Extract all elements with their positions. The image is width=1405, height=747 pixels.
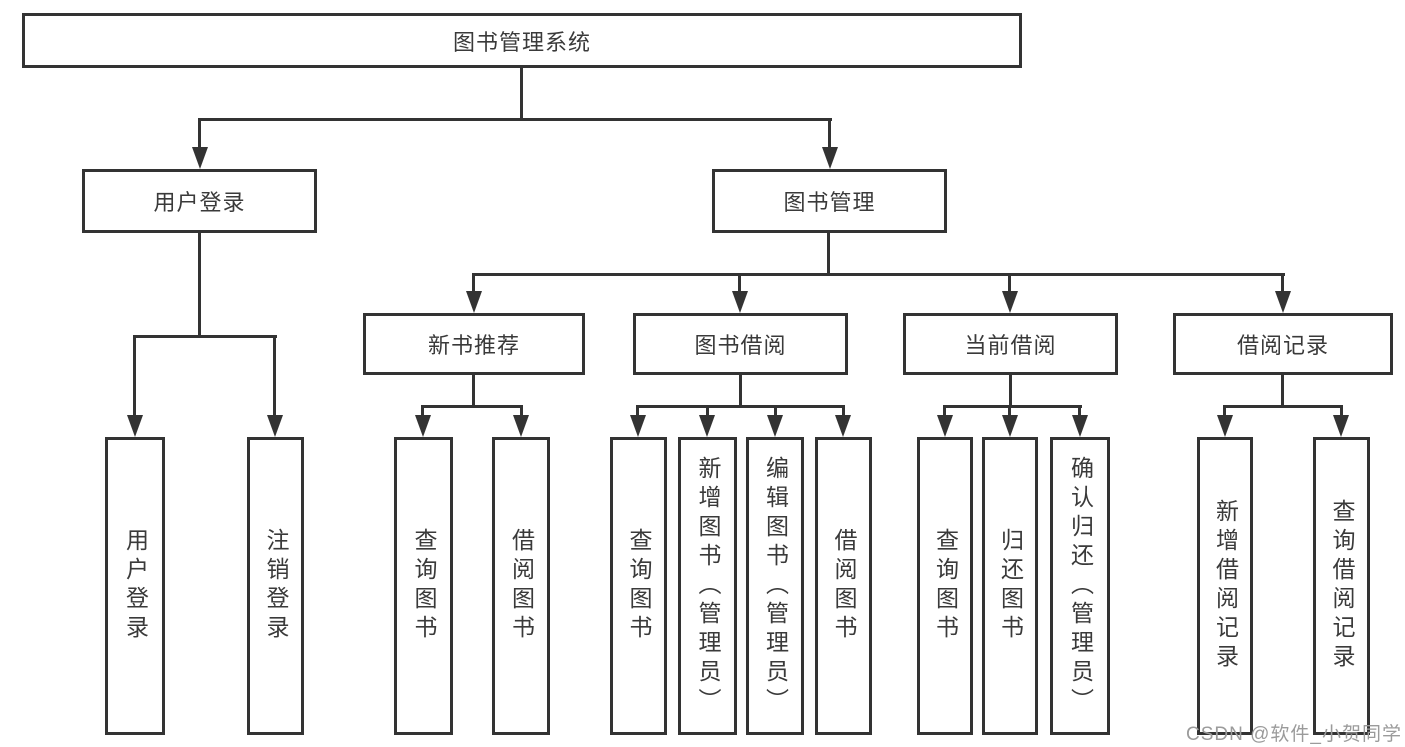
- arrowhead-borrow: [732, 291, 748, 313]
- connector-current-stem: [1009, 375, 1012, 407]
- connector-l3-branch-new-books: [472, 273, 475, 293]
- arrowhead-current: [1002, 291, 1018, 313]
- leaf-edit-book-admin: 编辑图书（管理员）: [746, 437, 804, 735]
- leaf-query-borrow-record: 查询借阅记录: [1313, 437, 1370, 735]
- connector-borrow-branch-1: [636, 405, 639, 417]
- arrowhead-leaf-return-book: [1002, 415, 1018, 437]
- arrowhead-leaf-borrow-books-1: [513, 415, 529, 437]
- connector-current-branch-2: [1008, 405, 1011, 417]
- leaf-return-book: 归还图书: [982, 437, 1038, 735]
- node-user-login: 用户登录: [82, 169, 317, 233]
- connector-root-bar: [198, 118, 832, 121]
- connector-borrow-branch-4: [842, 405, 845, 417]
- arrowhead-leaf-confirm-return: [1072, 415, 1088, 437]
- connector-book-mgmt-bar: [472, 273, 1285, 276]
- node-root-library-system: 图书管理系统: [22, 13, 1022, 68]
- leaf-add-book-admin: 新增图书（管理员）: [678, 437, 737, 735]
- leaf-borrow-books-1: 借阅图书: [492, 437, 550, 735]
- connector-new-books-branch-2: [520, 405, 523, 417]
- node-book-mgmt: 图书管理: [712, 169, 947, 233]
- arrowhead-leaf-user-login: [127, 415, 143, 437]
- connector-new-books-stem: [472, 375, 475, 407]
- connector-new-books-bar: [421, 405, 523, 408]
- connector-root-branch-right: [828, 118, 831, 149]
- node-records: 借阅记录: [1173, 313, 1393, 375]
- arrowhead-book-mgmt: [822, 147, 838, 169]
- connector-records-bar: [1223, 405, 1343, 408]
- arrowhead-leaf-query-record: [1333, 415, 1349, 437]
- leaf-query-books-2: 查询图书: [610, 437, 667, 735]
- arrowhead-leaf-add-record: [1217, 415, 1233, 437]
- leaf-borrow-books-2: 借阅图书: [815, 437, 872, 735]
- leaf-query-books-3: 查询图书: [917, 437, 973, 735]
- arrowhead-new-books: [466, 291, 482, 313]
- leaf-add-borrow-record: 新增借阅记录: [1197, 437, 1253, 735]
- connector-current-branch-3: [1078, 405, 1081, 417]
- connector-borrow-branch-2: [706, 405, 709, 417]
- arrowhead-leaf-query-books-2: [630, 415, 646, 437]
- connector-current-branch-1: [943, 405, 946, 417]
- leaf-query-books-1: 查询图书: [394, 437, 453, 735]
- connector-records-branch-2: [1340, 405, 1343, 417]
- connector-root-stem: [520, 68, 523, 120]
- arrowhead-leaf-edit-book: [767, 415, 783, 437]
- arrowhead-user-login: [192, 147, 208, 169]
- connector-user-login-stem: [198, 233, 201, 337]
- arrowhead-leaf-query-books-1: [415, 415, 431, 437]
- node-borrow: 图书借阅: [633, 313, 848, 375]
- arrowhead-records: [1275, 291, 1291, 313]
- connector-records-branch-1: [1223, 405, 1226, 417]
- connector-borrow-bar: [636, 405, 845, 408]
- connector-l3-branch-borrow: [738, 273, 741, 293]
- connector-new-books-branch-1: [421, 405, 424, 417]
- connector-user-login-bar: [133, 335, 277, 338]
- connector-l3-branch-current: [1008, 273, 1011, 293]
- node-new-books: 新书推荐: [363, 313, 585, 375]
- arrowhead-leaf-borrow-books-2: [835, 415, 851, 437]
- connector-records-stem: [1281, 375, 1284, 407]
- connector-l3-branch-records: [1281, 273, 1284, 293]
- leaf-confirm-return-admin: 确认归还（管理员）: [1050, 437, 1110, 735]
- arrowhead-leaf-query-books-3: [937, 415, 953, 437]
- leaf-user-login: 用户登录: [105, 437, 165, 735]
- connector-borrow-stem: [739, 375, 742, 407]
- connector-current-bar: [943, 405, 1082, 408]
- connector-borrow-branch-3: [774, 405, 777, 417]
- arrowhead-leaf-logout: [267, 415, 283, 437]
- connector-user-login-branch-1: [133, 335, 136, 416]
- connector-root-branch-left: [198, 118, 201, 149]
- node-current: 当前借阅: [903, 313, 1118, 375]
- csdn-watermark: CSDN @软件_小贺同学: [1186, 724, 1402, 745]
- leaf-logout: 注销登录: [247, 437, 304, 735]
- connector-book-mgmt-stem: [827, 233, 830, 275]
- connector-user-login-branch-2: [273, 335, 276, 416]
- arrowhead-leaf-add-book: [699, 415, 715, 437]
